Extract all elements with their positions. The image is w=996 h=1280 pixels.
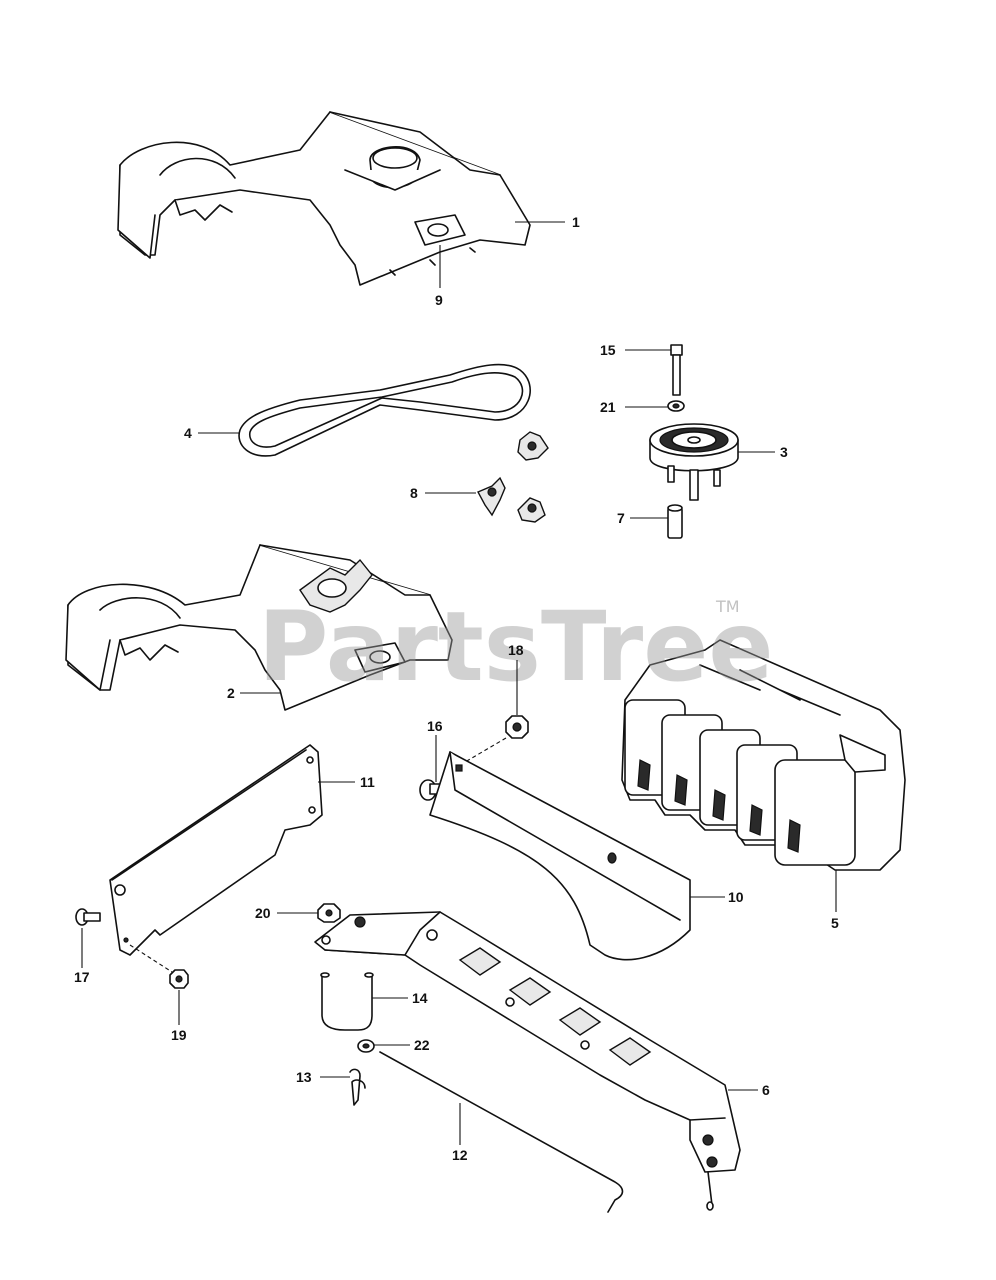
part-14-u-bolt[interactable] xyxy=(320,972,374,1031)
callout-1: 1 xyxy=(572,214,580,230)
part-22-washer[interactable] xyxy=(357,1039,375,1053)
callout-2: 2 xyxy=(227,685,235,701)
part-10-bracket[interactable] xyxy=(429,751,691,961)
callout-12: 12 xyxy=(452,1147,468,1163)
callout-16: 16 xyxy=(427,718,443,734)
callout-13: 13 xyxy=(296,1069,312,1085)
callout-5: 5 xyxy=(831,915,839,931)
leader-lines xyxy=(81,221,837,1145)
callout-14: 14 xyxy=(412,990,428,1006)
watermark: PartsTree xyxy=(258,591,773,703)
part-5-weight-set[interactable] xyxy=(621,639,906,871)
part-19-nut[interactable] xyxy=(169,969,189,989)
callout-10: 10 xyxy=(728,889,744,905)
part-20-nut[interactable] xyxy=(317,903,341,923)
callout-9: 9 xyxy=(435,292,443,308)
callout-20: 20 xyxy=(255,905,271,921)
callout-15: 15 xyxy=(600,342,616,358)
callout-17: 17 xyxy=(74,969,90,985)
part-7-spacer[interactable] xyxy=(667,504,683,539)
callout-7: 7 xyxy=(617,510,625,526)
part-21-washer[interactable] xyxy=(667,400,685,412)
assembly-line-19 xyxy=(129,944,173,973)
watermark-tm: TM xyxy=(715,597,740,616)
callout-11: 11 xyxy=(360,774,375,790)
part-15-bolt[interactable] xyxy=(670,344,683,396)
part-3-pulley[interactable] xyxy=(649,423,739,501)
callout-3: 3 xyxy=(780,444,788,460)
callout-22: 22 xyxy=(414,1037,430,1053)
callout-6: 6 xyxy=(762,1082,770,1098)
assembly-line-18 xyxy=(459,737,507,766)
callout-21: 21 xyxy=(600,399,616,415)
callout-4: 4 xyxy=(184,425,192,441)
part-6-weight-arm[interactable] xyxy=(314,911,741,1211)
callout-19: 19 xyxy=(171,1027,187,1043)
callout-18: 18 xyxy=(508,642,524,658)
part-12-rod[interactable] xyxy=(379,1051,624,1213)
part-8-knob-set[interactable] xyxy=(477,431,549,523)
part-1-belt-cover-upper[interactable] xyxy=(117,111,531,286)
callout-labels: 1 9 15 21 4 3 8 7 18 2 16 11 10 20 5 17 … xyxy=(74,214,839,1163)
part-13-hair-pin[interactable] xyxy=(349,1068,366,1106)
part-18-nut[interactable] xyxy=(505,715,529,739)
callout-8: 8 xyxy=(410,485,418,501)
part-2-belt-cover-lower[interactable] xyxy=(65,544,453,711)
part-11-side-plate[interactable] xyxy=(109,744,323,956)
part-4-drive-belt[interactable] xyxy=(238,363,531,457)
part-17-bolt[interactable] xyxy=(75,908,101,926)
